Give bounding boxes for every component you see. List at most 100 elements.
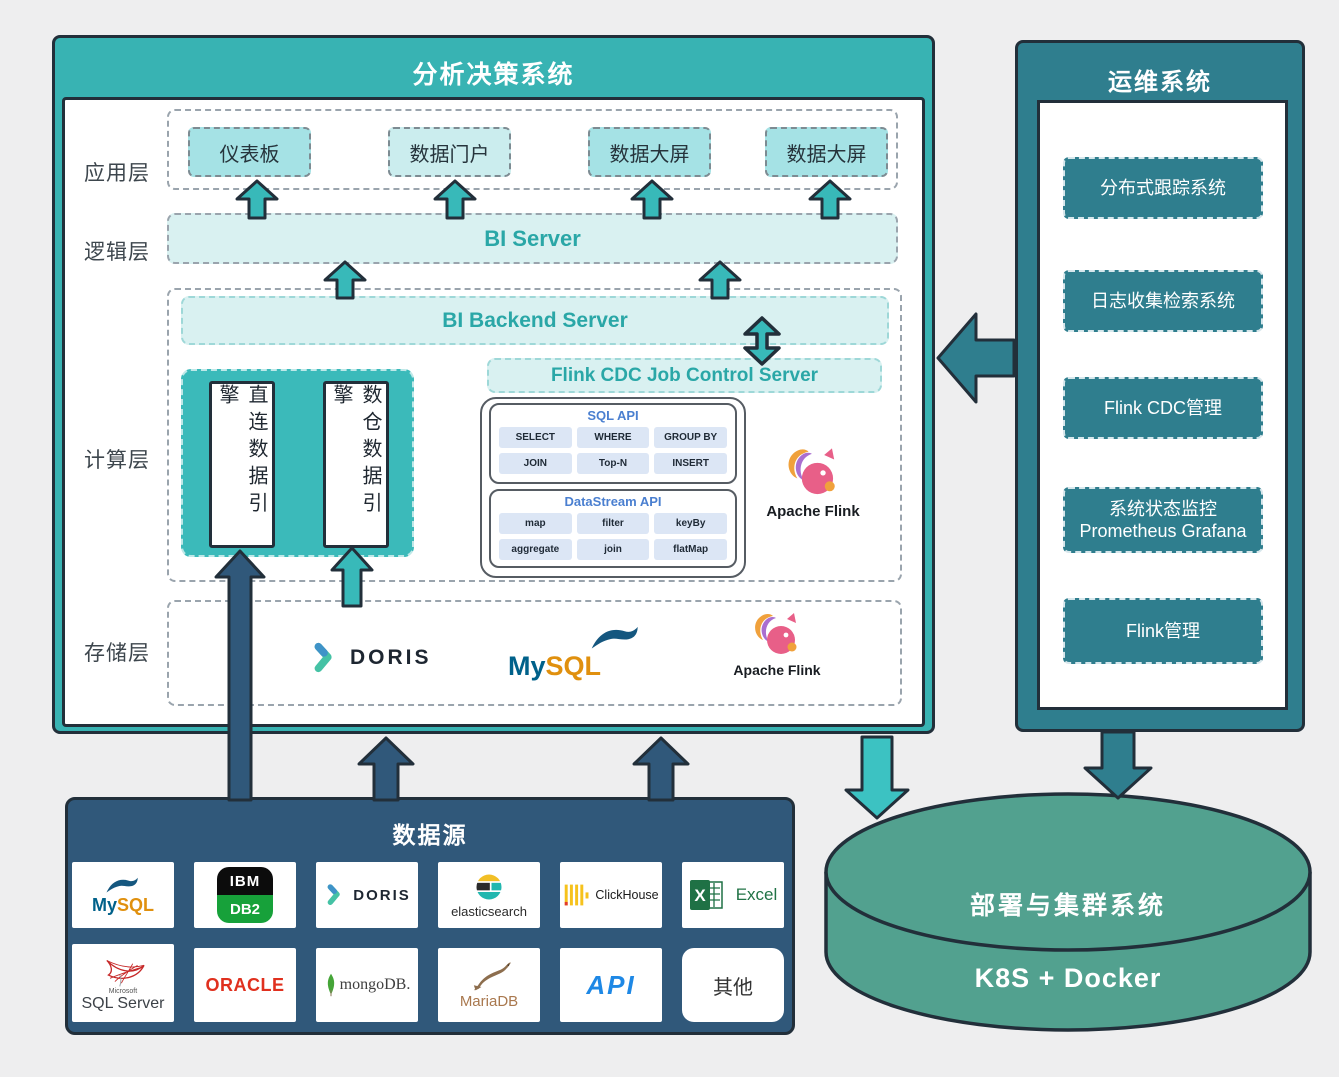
cluster-cylinder (824, 792, 1312, 1032)
other-label: 其他 (713, 976, 753, 999)
layer-label-storage: 存储层 (84, 642, 150, 665)
mysql-dolphin-icon-card (106, 877, 138, 892)
oracle-label: ORACLE (205, 974, 285, 995)
mariadb-seal-icon (473, 962, 511, 991)
datastream-api-title: DataStream API (564, 494, 662, 509)
mysql-sql-text: SQL (545, 651, 602, 681)
ops-item-flink-mgmt: Flink管理 (1063, 598, 1263, 664)
layer-label-application: 应用层 (84, 162, 150, 185)
doris-chevron-icon (314, 642, 332, 673)
api-label: API (586, 969, 636, 1000)
bi-server-box: BI Server (167, 213, 898, 264)
sql-server-brand: Microsoft (108, 987, 138, 995)
mysql-my-card: My (91, 894, 117, 915)
clickhouse-label: ClickHouse (595, 888, 659, 902)
app-box-data-portal: 数据门户 (388, 127, 511, 177)
direct-data-engine-label: 直连数据引擎 (216, 384, 267, 519)
ops-item-logging: 日志收集检索系统 (1063, 270, 1263, 332)
ops-item-tracing: 分布式跟踪系统 (1063, 157, 1263, 219)
layer-label-compute: 计算层 (84, 449, 150, 472)
doris-label-storage: DORIS (350, 646, 432, 669)
sql-api-title: SQL API (587, 408, 639, 423)
excel-icon: X (689, 880, 723, 910)
card-ibm-db2: IBM DB2 (194, 862, 296, 928)
sql-op-join: JOIN (499, 453, 572, 474)
sql-op-insert: INSERT (654, 453, 727, 474)
cluster-system-subtitle: K8S + Docker (974, 963, 1162, 993)
ops-item-flink-cdc: Flink CDC管理 (1063, 377, 1263, 439)
elasticsearch-icon (476, 874, 502, 899)
db2-text: DB2 (217, 895, 273, 923)
clickhouse-row: ClickHouse (563, 882, 659, 908)
ds-op-aggregate: aggregate (499, 539, 572, 560)
mysql-sql-card: SQL (117, 894, 155, 915)
bi-backend-server-box: BI Backend Server (181, 296, 889, 345)
sql-op-where: WHERE (576, 427, 650, 448)
clickhouse-icon (565, 884, 589, 906)
app-box-big-screen-1: 数据大屏 (588, 127, 711, 177)
elasticsearch-label: elasticsearch (451, 903, 527, 919)
datastream-api-ops: map filter keyBy aggregate join flatMap (491, 509, 735, 560)
mysql-dolphin-icon (591, 626, 638, 649)
mysql-wordmark-card: MySQL (92, 896, 154, 915)
app-box-big-screen-2: 数据大屏 (765, 127, 888, 177)
card-mysql: MySQL (72, 862, 174, 928)
mongodb-leaf-icon (327, 973, 334, 997)
flink-cdc-job-control-box: Flink CDC Job Control Server (487, 358, 882, 393)
sql-server-swoosh-icon (106, 959, 145, 987)
app-box-dashboard: 仪表板 (188, 127, 311, 177)
ops-monitoring-line1: 系统状态监控 (1109, 498, 1217, 519)
analysis-system-title: 分析决策系统 (412, 61, 575, 89)
sql-op-select: SELECT (499, 427, 572, 448)
arrow-datasource-to-main-left (357, 736, 415, 802)
excel-row: X Excel (689, 879, 778, 911)
warehouse-data-engine-label: 数仓数据引擎 (330, 384, 381, 519)
mongodb-row: mongoDB. (324, 971, 411, 999)
card-mongodb: mongoDB. (316, 948, 418, 1022)
doris-chevron-icon-card (327, 884, 340, 905)
ops-monitoring-line2: Prometheus Grafana (1079, 521, 1247, 541)
apache-flink-logo-compute: Apache Flink (752, 445, 874, 520)
sql-server-label: SQL Server (81, 994, 165, 1012)
svg-text:X: X (694, 886, 706, 905)
arrow-ops-to-main (936, 312, 1016, 404)
apache-flink-label-storage: Apache Flink (733, 662, 821, 678)
apache-flink-logo-storage: Apache Flink (725, 610, 829, 678)
data-source-panel (65, 797, 795, 1035)
arrow-ops-to-cluster (1083, 730, 1153, 800)
ibm-db2-icon: IBM DB2 (217, 867, 273, 923)
card-oracle: ORACLE (194, 948, 296, 1022)
ds-op-flatmap: flatMap (654, 539, 727, 560)
card-mariadb: MariaDB (438, 948, 540, 1022)
card-other: 其他 (682, 948, 784, 1022)
flink-squirrel-icon-storage (755, 613, 797, 654)
card-api: API (560, 948, 662, 1022)
mysql-wordmark-storage: MySQL (508, 653, 601, 680)
sql-api-ops: SELECT WHERE GROUP BY JOIN Top-N INSERT (491, 423, 735, 474)
card-sql-server: Microsoft SQL Server (72, 944, 174, 1022)
card-doris: DORIS (316, 862, 418, 928)
mongodb-label: mongoDB. (339, 976, 411, 993)
arrow-datasource-to-main-right (632, 736, 690, 802)
mysql-my-text: My (508, 651, 546, 681)
sql-api-panel: SQL API SELECT WHERE GROUP BY JOIN Top-N… (489, 403, 737, 484)
excel-label: Excel (735, 885, 778, 904)
ds-op-keyby: keyBy (654, 513, 727, 534)
direct-data-engine-box: 直连数据引擎 (209, 381, 275, 548)
datastream-api-panel: DataStream API map filter keyBy aggregat… (489, 489, 737, 568)
cluster-system-title: 部署与集群系统 (969, 892, 1166, 920)
card-elasticsearch: elasticsearch (438, 862, 540, 928)
warehouse-data-engine-box: 数仓数据引擎 (323, 381, 389, 548)
layer-label-logic: 逻辑层 (84, 241, 150, 264)
data-source-title: 数据源 (392, 822, 468, 848)
ds-op-map: map (499, 513, 572, 534)
ibm-text: IBM (217, 867, 273, 895)
card-clickhouse: ClickHouse (560, 862, 662, 928)
ds-op-filter: filter (576, 513, 650, 534)
mysql-logo-storage: MySQL (508, 626, 648, 680)
doris-label-card: DORIS (353, 886, 411, 904)
sql-op-groupby: GROUP BY (654, 427, 727, 448)
ops-system-title: 运维系统 (1108, 69, 1212, 96)
card-excel: X Excel (682, 862, 784, 928)
flink-squirrel-icon (788, 448, 835, 495)
